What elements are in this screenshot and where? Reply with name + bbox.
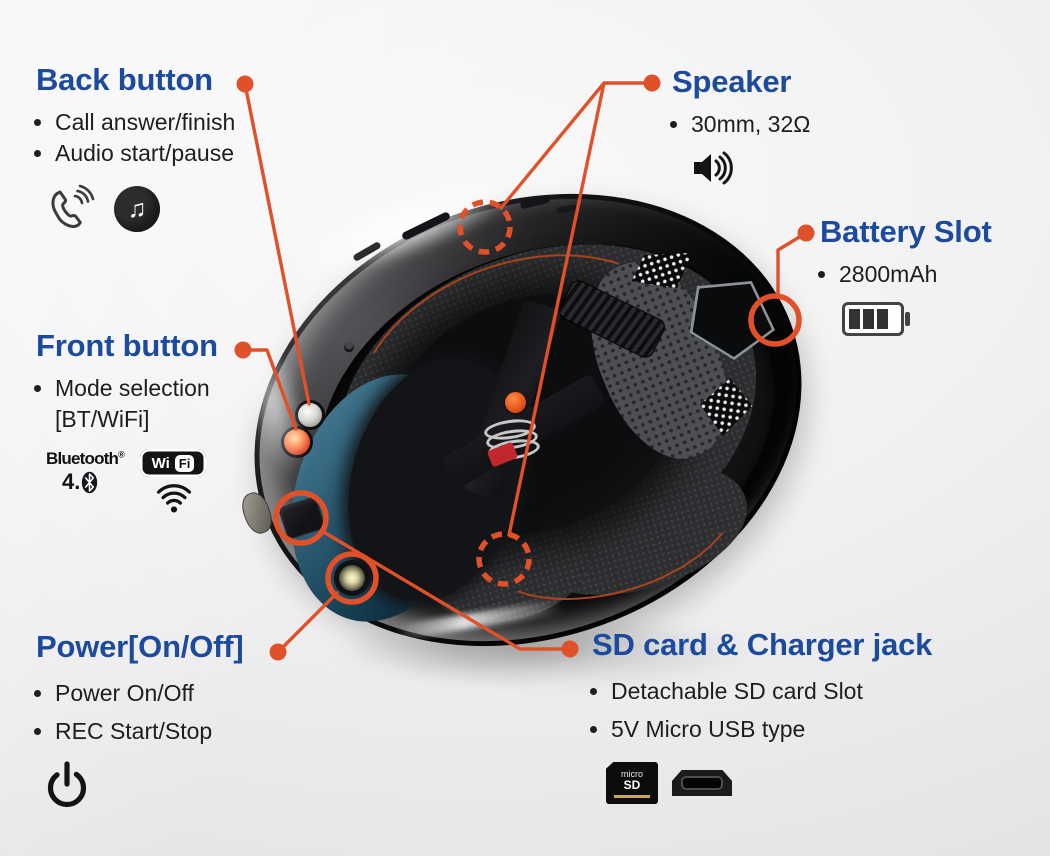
- wifi-signal-icon: [156, 484, 192, 513]
- sd-card-title: SD card & Charger jack: [592, 627, 933, 662]
- bluetooth-trademark: ®: [118, 449, 125, 460]
- power-title: Power[On/Off]: [36, 629, 244, 664]
- music-icon: ♫: [114, 186, 160, 232]
- leader-front-button: [234, 341, 298, 431]
- bluetooth-4.0-logo: Bluetooth® 4.: [46, 449, 125, 495]
- back-button-bullets: Call answer/finish Audio start/pause: [36, 107, 235, 169]
- microsd-gold-stripe: [614, 794, 650, 798]
- callout-back-button: Back button Call answer/finish Audio sta…: [36, 62, 235, 235]
- bluetooth-version: 4.: [62, 469, 81, 494]
- wifi-badge-wi: Wi: [151, 454, 170, 472]
- leader-power: [269, 551, 379, 661]
- speaker-title: Speaker: [672, 64, 792, 99]
- speaker-circle-top: [457, 199, 513, 255]
- bullet: Mode selection: [55, 373, 218, 404]
- speaker-bullets: 30mm, 32Ω: [672, 109, 810, 140]
- leader-sd-card: [273, 490, 579, 658]
- callout-dot: [643, 74, 661, 92]
- orange-snap-button: [505, 392, 526, 413]
- bullet: Call answer/finish: [55, 107, 235, 138]
- callout-power: Power[On/Off] Power On/Off REC Start/Sto…: [36, 629, 244, 810]
- microsd-card-icon: micro SD: [606, 762, 658, 804]
- power-bullets: Power On/Off REC Start/Stop: [36, 674, 244, 750]
- bullet: Power On/Off: [55, 674, 244, 712]
- sd-card-bullets: Detachable SD card Slot 5V Micro USB typ…: [592, 672, 932, 748]
- power-icon: [47, 761, 87, 808]
- battery-circle: [748, 293, 802, 347]
- bullet: 2800mAh: [839, 259, 992, 290]
- callout-dot: [234, 341, 252, 359]
- bullet: Detachable SD card Slot: [611, 672, 932, 710]
- bullet-continuation: [BT/WiFi]: [55, 406, 150, 432]
- battery-bullets: 2800mAh: [820, 259, 992, 290]
- back-button-title: Back button: [36, 62, 213, 97]
- phone-call-icon: [51, 184, 95, 228]
- wifi-logo: Wi Fi: [139, 449, 206, 514]
- wifi-badge-fi: Fi: [174, 454, 195, 472]
- micro-usb-slot: [681, 776, 723, 790]
- leader-back-button: [236, 75, 311, 406]
- bullet: REC Start/Stop: [55, 712, 244, 750]
- callout-dot: [236, 75, 254, 93]
- front-button-bullets: Mode selection: [36, 373, 218, 404]
- microsd-text-sd: SD: [623, 777, 641, 792]
- battery-title: Battery Slot: [820, 214, 992, 249]
- sd-port-circle: [273, 490, 329, 546]
- callout-battery: Battery Slot 2800mAh: [820, 214, 992, 336]
- music-note-glyph: ♫: [127, 194, 147, 223]
- speaker-circle-bottom: [476, 531, 532, 587]
- visor-screw: [344, 342, 354, 352]
- speaker-volume-icon: [694, 151, 733, 185]
- callout-dot: [561, 640, 579, 658]
- bluetooth-wordmark: Bluetooth: [46, 449, 119, 468]
- bullet: Audio start/pause: [55, 138, 235, 169]
- callout-dot: [797, 224, 815, 242]
- power-button-hardware: [339, 565, 365, 591]
- callout-dot: [269, 643, 287, 661]
- callout-speaker: Speaker 30mm, 32Ω: [672, 64, 810, 186]
- callout-front-button: Front button Mode selection [BT/WiFi] Bl…: [36, 328, 218, 514]
- front-button-title: Front button: [36, 328, 218, 363]
- power-circle: [325, 551, 379, 605]
- battery-icon: [842, 302, 910, 336]
- callout-sd-card: SD card & Charger jack Detachable SD car…: [592, 627, 932, 804]
- bullet: 5V Micro USB type: [611, 710, 932, 748]
- wifi-badge: Wi Fi: [139, 449, 206, 477]
- bullet: 30mm, 32Ω: [691, 109, 810, 140]
- leader-speaker: [457, 74, 661, 587]
- micro-usb-icon: [672, 770, 732, 796]
- leader-battery: [748, 224, 815, 347]
- bluetooth-rune-icon: [82, 471, 98, 493]
- microsd-text-micro: micro: [621, 768, 643, 779]
